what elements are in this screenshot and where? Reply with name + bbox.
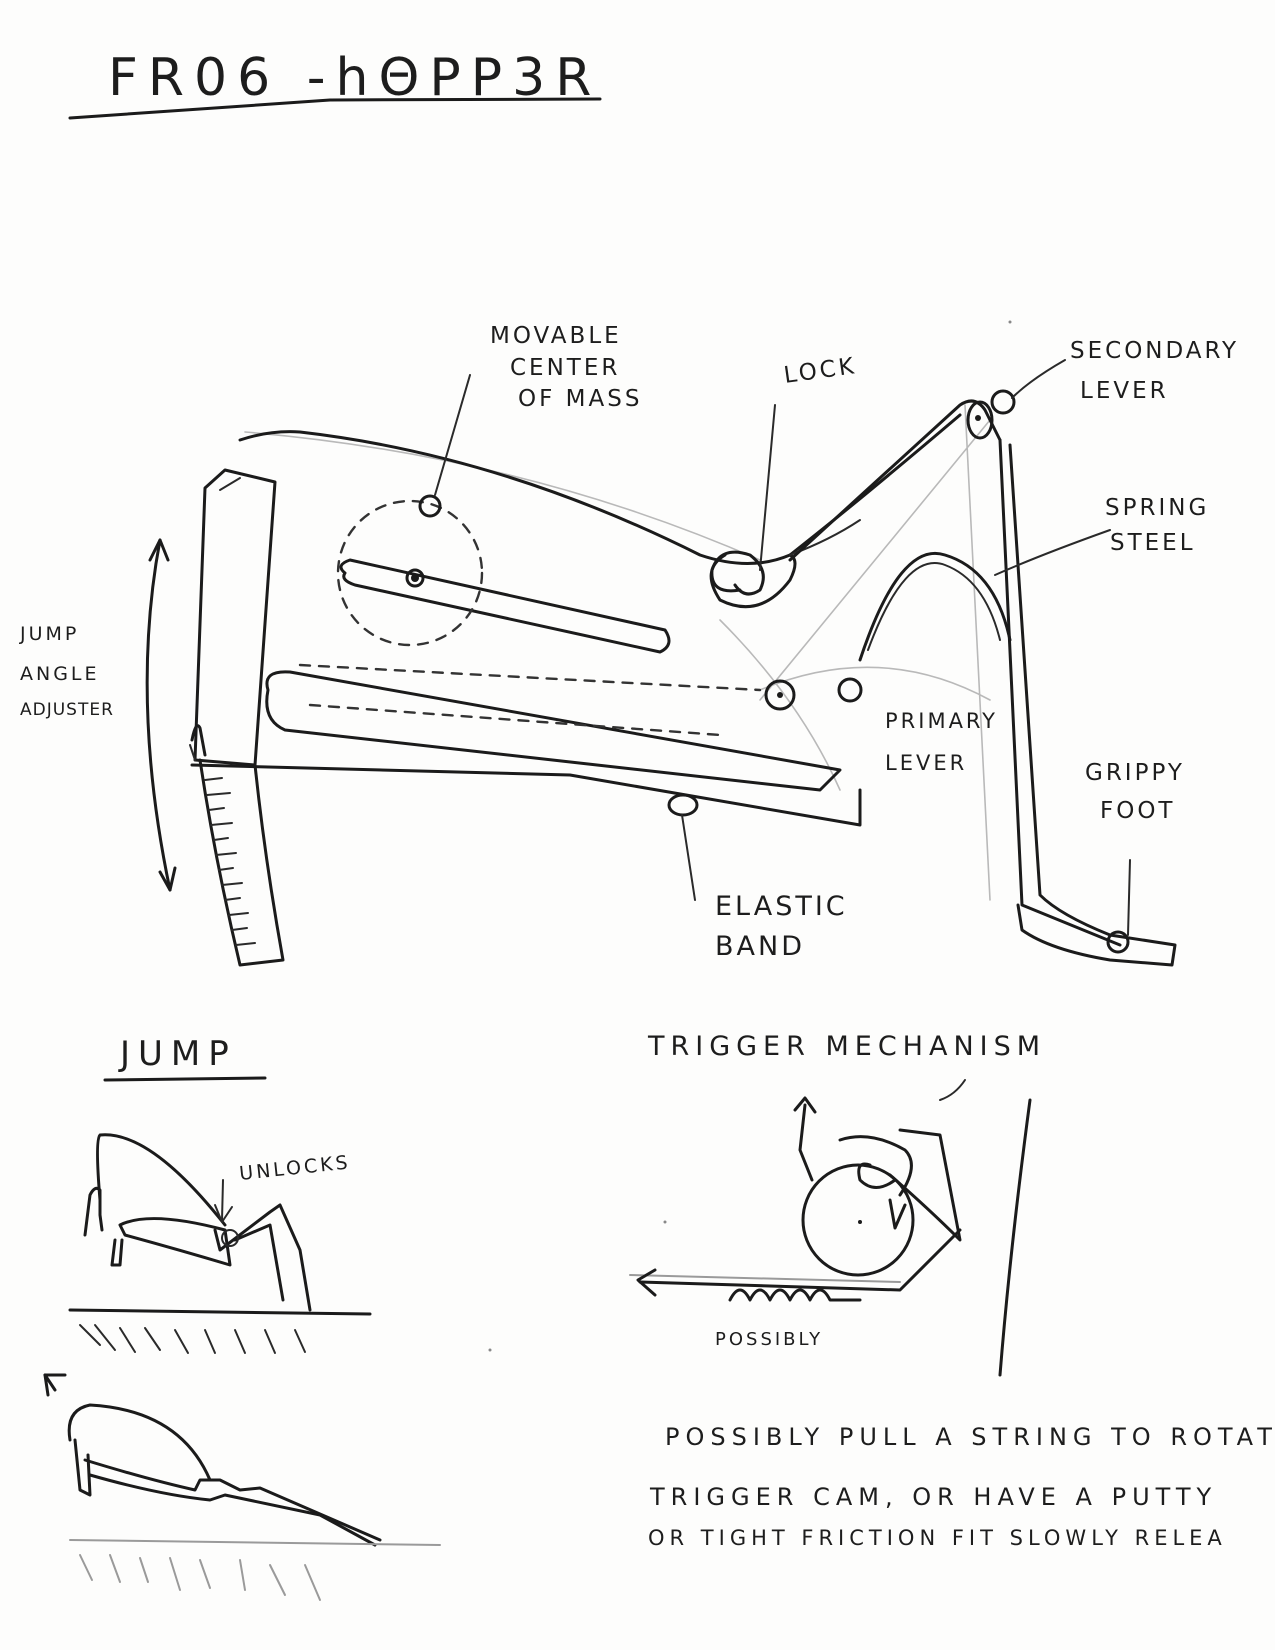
leader-lock — [759, 404, 776, 571]
leader-grippy-foot — [1127, 859, 1131, 936]
jump-sketch-after — [43, 1373, 441, 1601]
leader-spring-steel — [994, 529, 1111, 576]
jump-sketch-before — [68, 1133, 372, 1354]
svg-text:LEVER: LEVER — [885, 751, 967, 775]
label-unlocks: UNLOCKS — [238, 1151, 351, 1185]
leader-secondary-lever — [1011, 359, 1066, 399]
svg-text:SPRING: SPRING — [1105, 495, 1209, 521]
leader-trigger — [939, 1079, 966, 1101]
label-possibly-spring: POSSIBLY — [715, 1329, 823, 1350]
label-jump-angle-adjuster: JUMP ANGLE ADJUSTER — [19, 623, 114, 720]
label-grippy-foot: GRIPPY FOOT — [1085, 760, 1185, 824]
svg-text:ANGLE: ANGLE — [20, 663, 100, 685]
svg-text:ADJUSTER: ADJUSTER — [20, 700, 114, 720]
label-secondary-lever: SECONDARY LEVER — [1070, 338, 1239, 404]
trigger-heading: TRIGGER MECHANISM — [647, 1031, 1046, 1062]
label-elastic-band: ELASTIC BAND — [715, 891, 848, 962]
svg-text:STEEL: STEEL — [1110, 530, 1196, 556]
label-spring-steel: SPRING STEEL — [1105, 495, 1209, 556]
svg-text:BAND: BAND — [715, 931, 805, 962]
svg-text:OF MASS: OF MASS — [518, 386, 642, 412]
label-primary-lever: PRIMARY LEVER — [885, 709, 998, 775]
trigger-sketch — [629, 1096, 1032, 1377]
svg-text:PRIMARY: PRIMARY — [885, 709, 998, 733]
note-line: OR TIGHT FRICTION FIT SLOWLY RELEA — [648, 1526, 1227, 1550]
svg-text:CENTER: CENTER — [510, 355, 620, 381]
title-underline — [68, 97, 602, 120]
svg-text:ELASTIC: ELASTIC — [715, 891, 848, 922]
jump-heading: JUMP — [118, 1034, 237, 1074]
note-line: TRIGGER CAM, OR HAVE A PUTTY — [649, 1483, 1217, 1511]
svg-text:FOOT: FOOT — [1100, 798, 1176, 824]
main-mechanism-drawing — [145, 389, 1177, 967]
note-line: POSSIBLY PULL A STRING TO ROTATE — [665, 1423, 1275, 1451]
svg-text:LEVER: LEVER — [1080, 378, 1169, 404]
svg-text:JUMP: JUMP — [19, 623, 79, 645]
leader-elastic-band — [681, 814, 696, 901]
jump-heading-underline — [103, 1076, 267, 1082]
svg-text:GRIPPY: GRIPPY — [1085, 760, 1185, 786]
svg-text:MOVABLE: MOVABLE — [490, 323, 622, 349]
label-lock: LOCK — [782, 353, 858, 389]
svg-text:SECONDARY: SECONDARY — [1070, 338, 1239, 364]
leader-movable-center — [434, 374, 471, 496]
trigger-notes: POSSIBLY PULL A STRING TO ROTATE TRIGGER… — [648, 1423, 1275, 1550]
label-movable-center: MOVABLE CENTER OF MASS — [490, 323, 642, 412]
